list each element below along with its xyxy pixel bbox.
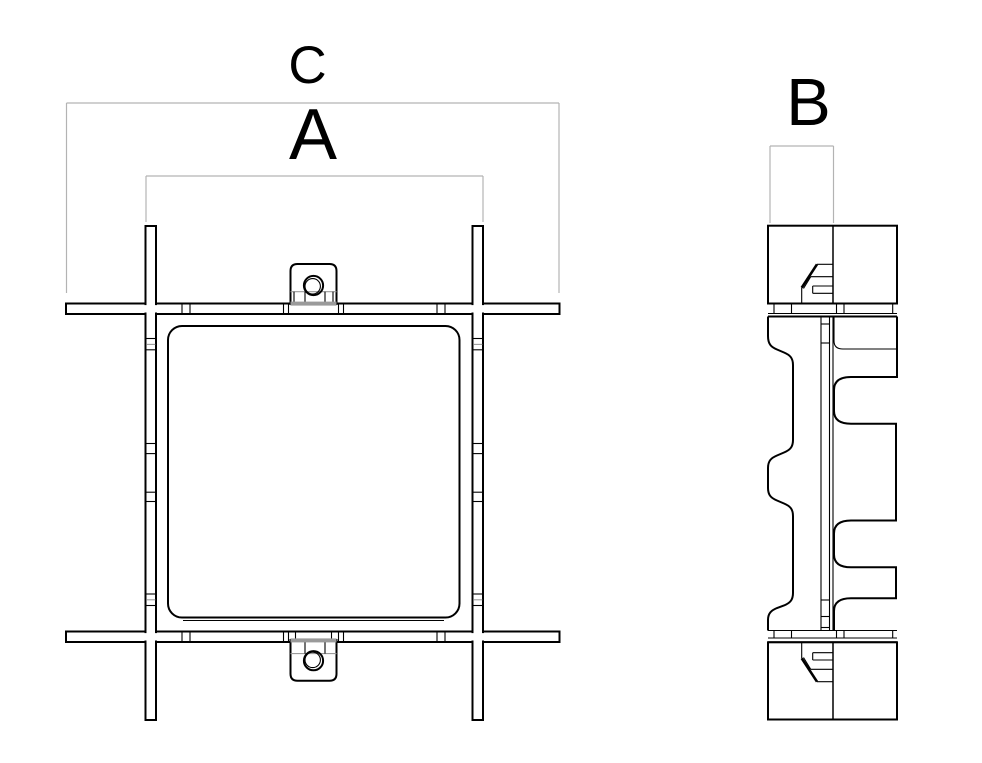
- bottom-tab-hole: [302, 650, 325, 672]
- dimension-b-lines: [769, 145, 835, 223]
- dimension-a-lines: [145, 175, 484, 222]
- front-view: [65, 225, 561, 721]
- dimension-label-a: A: [288, 95, 338, 175]
- front-right-bar: [471, 225, 484, 721]
- dimension-c-lines: [65, 102, 560, 293]
- bottom-bar-ticks: [181, 632, 446, 642]
- side-view: [767, 224, 898, 721]
- top-tab: [289, 263, 338, 306]
- cross-intersection-covers: [143, 305, 485, 641]
- left-bar-ticks: [146, 337, 156, 607]
- side-top-clip: [800, 263, 833, 304]
- side-left-profile: [767, 316, 794, 631]
- side-right-inner-shelf: [833, 316, 897, 350]
- side-right-profile: [833, 316, 898, 631]
- top-bar-ticks: [181, 304, 446, 314]
- bottom-tab: [289, 631, 338, 682]
- side-top-flange: [768, 302, 897, 318]
- dimension-label-c: C: [288, 36, 327, 95]
- top-tab-hole: [302, 274, 325, 297]
- front-opening: [167, 325, 461, 619]
- side-center-plate: [820, 316, 834, 631]
- side-bottom-clip: [800, 642, 833, 683]
- right-bar-ticks: [473, 337, 483, 607]
- side-bottom-flange: [768, 629, 897, 644]
- dimension-label-b: B: [786, 65, 831, 140]
- front-left-bar: [144, 225, 157, 721]
